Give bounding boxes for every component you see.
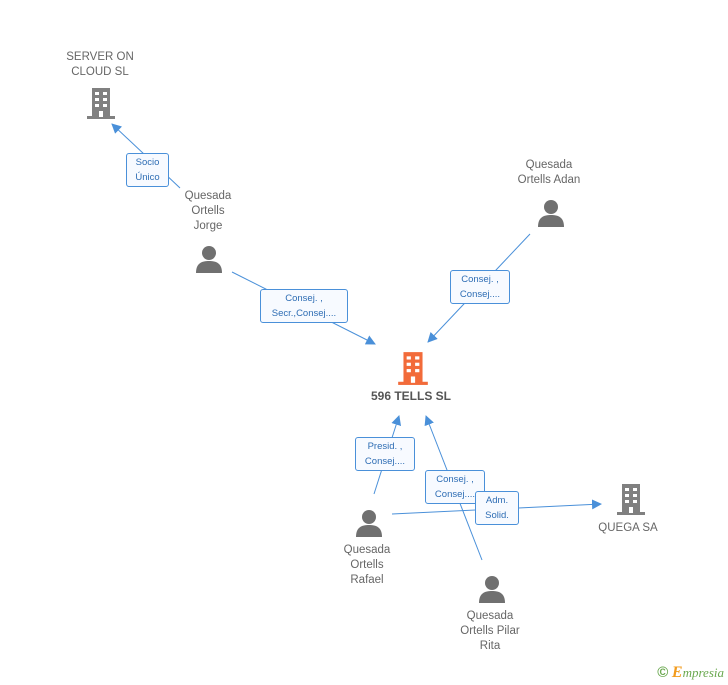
role-label-rafael-main: Presid. , Consej.... xyxy=(355,437,415,471)
node-label-jorge[interactable]: Quesada Ortells Jorge xyxy=(184,190,232,232)
role-label-adan-main: Consej. , Consej.... xyxy=(450,270,510,304)
person-icon[interactable] xyxy=(536,198,566,228)
brand-initial: E xyxy=(671,664,683,681)
empresia-watermark: © Empresia xyxy=(657,664,724,682)
person-icon[interactable] xyxy=(477,574,507,604)
node-label-quega[interactable]: QUEGA SA xyxy=(598,522,658,534)
brand-name: mpresia xyxy=(682,665,724,680)
copyright-icon: © xyxy=(657,664,669,681)
building-icon[interactable] xyxy=(396,350,430,386)
role-label-jorge-main: Consej. , Secr.,Consej.... xyxy=(260,289,348,323)
person-icon[interactable] xyxy=(354,508,384,538)
building-icon[interactable] xyxy=(615,482,647,516)
node-label-adan[interactable]: Quesada Ortells Adan xyxy=(517,159,581,186)
role-label-rafael-quega: Adm. Solid. xyxy=(475,491,519,525)
node-label-rafael[interactable]: Quesada Ortells Rafael xyxy=(343,544,391,586)
role-label-socio-unico: Socio Único xyxy=(126,153,169,187)
node-label-main-company[interactable]: 596 TELLS SL xyxy=(370,389,452,403)
node-label-pilar[interactable]: Quesada Ortells Pilar Rita xyxy=(460,610,520,652)
building-icon xyxy=(87,88,115,119)
node-label-server-on-cloud[interactable]: SERVER ON CLOUD SL xyxy=(66,51,134,78)
person-icon[interactable] xyxy=(194,244,224,274)
